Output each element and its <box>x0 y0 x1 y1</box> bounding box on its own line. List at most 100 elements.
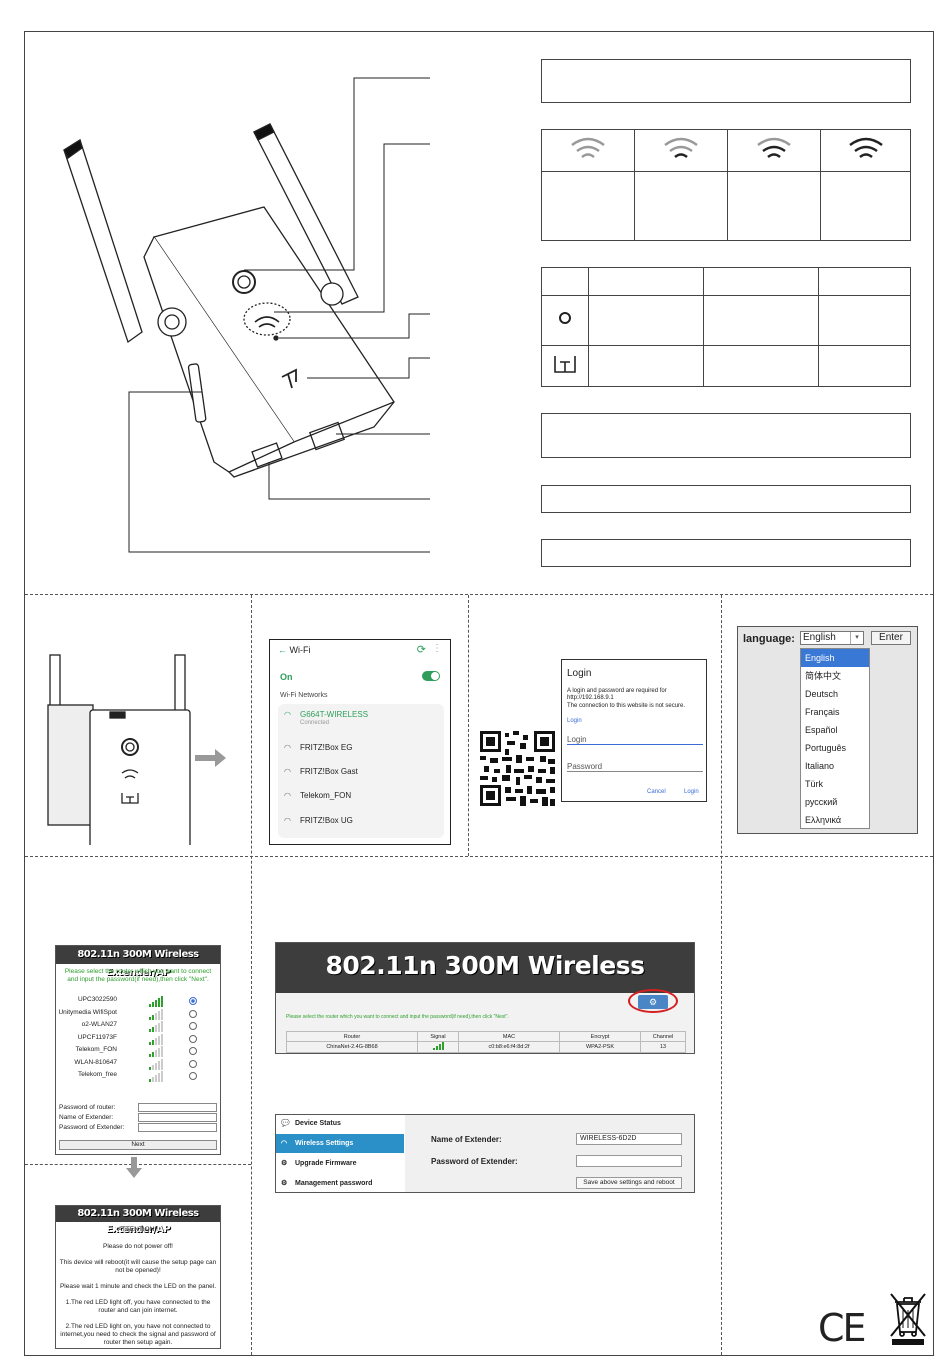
signal-bars-icon <box>149 996 163 1007</box>
router-row[interactable]: Telekom_FON <box>56 1046 220 1059</box>
language-option[interactable]: Français <box>805 707 840 717</box>
menu-item-device-status[interactable]: 💬Device Status <box>276 1115 404 1134</box>
login-link[interactable]: Login <box>567 718 582 724</box>
device-small-drawing <box>47 654 226 845</box>
language-option[interactable]: Italiano <box>805 761 835 771</box>
router-row[interactable]: Telekom_free <box>56 1071 220 1084</box>
language-panel: language: English ▾ Enter English 简体中文 D… <box>737 626 918 834</box>
router-radio[interactable] <box>189 1072 197 1080</box>
more-icon[interactable]: ⋮ <box>432 643 442 654</box>
router-row[interactable]: UPC3022590 <box>56 996 220 1009</box>
password-extender-label: Password of Extender: <box>59 1124 125 1131</box>
router-radio[interactable] <box>189 1034 197 1043</box>
network-item[interactable]: ◠FRITZ!Box UG <box>284 816 353 825</box>
signal-table <box>541 129 911 241</box>
enter-button[interactable]: Enter <box>871 631 911 645</box>
router-radio[interactable] <box>189 1009 197 1018</box>
highlight-circle <box>628 989 678 1013</box>
language-option[interactable]: 简体中文 <box>805 671 842 681</box>
password-input[interactable]: Password <box>567 762 703 772</box>
router-radio[interactable] <box>189 997 197 1005</box>
router-row[interactable]: WLAN-810647 <box>56 1058 220 1072</box>
router-row[interactable]: o2-WLAN27 <box>56 1021 220 1034</box>
name-extender-label: Name of Extender: <box>431 1135 502 1144</box>
attention-line: 2.The red LED light on, you have not con… <box>60 1323 216 1346</box>
wifi-toggle[interactable] <box>422 671 440 681</box>
gear-icon: ⚙ <box>648 997 658 1007</box>
network-item[interactable]: ◠FRITZ!Box Gast <box>284 767 358 776</box>
next-button[interactable]: Next <box>59 1140 217 1150</box>
router-row[interactable]: UPCF11973F <box>56 1033 220 1047</box>
wifi-screen: ← Wi-Fi ⟳ ⋮ On Wi-Fi Networks ◠ G664T-WI… <box>269 639 451 845</box>
language-option[interactable]: Português <box>805 743 847 753</box>
language-option[interactable]: Deutsch <box>805 689 839 699</box>
settings-button[interactable]: ⚙ <box>638 995 668 1009</box>
language-label: language: <box>743 633 795 645</box>
password-extender-input[interactable] <box>138 1123 217 1132</box>
router-radio[interactable] <box>189 1047 197 1055</box>
back-arrow-icon[interactable]: ← <box>278 645 287 655</box>
attention-heading: ATTENTION!! <box>118 1226 158 1233</box>
settings-menu: 💬Device Status ◠Wireless Settings ⚙Upgra… <box>276 1115 404 1192</box>
wifi-networks-label: Wi-Fi Networks <box>280 692 328 699</box>
device-diagram <box>63 77 430 553</box>
signal-medium-icon <box>757 137 791 159</box>
router-select-panel: 802.11n 300M Wireless Extender/AP Please… <box>55 945 221 1155</box>
refresh-icon[interactable]: ⟳ <box>416 644 426 656</box>
router-select-title: 802.11n 300M Wireless Extender/AP <box>56 946 220 978</box>
signal-bars-icon <box>149 1071 163 1082</box>
wifi-lock-icon: ◠ <box>284 743 291 752</box>
router-radio[interactable] <box>189 1059 197 1068</box>
login-note: The connection to this website is not se… <box>567 703 686 709</box>
attention-line: Please do not power off! <box>103 1243 173 1250</box>
language-option[interactable]: English <box>801 649 869 667</box>
label-box-4 <box>541 539 911 567</box>
attention-line: Please wait 1 minute and check the LED o… <box>59 1283 217 1290</box>
wifi-icon: ◠ <box>281 1140 288 1147</box>
gear-icon: ⚙ <box>281 1180 288 1187</box>
name-extender-input[interactable] <box>138 1113 217 1122</box>
page-frame <box>24 31 934 1356</box>
language-option[interactable]: русский <box>805 797 838 807</box>
signal-bars-icon <box>149 1058 163 1070</box>
network-item[interactable]: ◠Telekom_FON <box>284 791 352 800</box>
led-table <box>541 267 911 387</box>
network-item[interactable]: ◠FRITZ!Box EG <box>284 743 353 752</box>
signal-weak-icon <box>571 137 605 159</box>
login-button[interactable]: Login <box>684 789 699 795</box>
wifi-lock-icon: ◠ <box>284 767 291 776</box>
label-box-2 <box>541 413 911 458</box>
password-router-input[interactable] <box>138 1103 217 1112</box>
login-input[interactable]: Login <box>567 735 703 745</box>
wifi-icon: ◠ <box>284 710 291 719</box>
password-extender-input[interactable] <box>576 1155 682 1167</box>
language-option[interactable]: Türk <box>805 779 823 789</box>
router-row[interactable]: Unitymedia WifiSpot <box>56 1008 220 1022</box>
signal-low-icon <box>664 137 698 159</box>
name-extender-input[interactable]: WIRELESS-6D2D <box>576 1133 682 1145</box>
wifi-on-label: On <box>280 672 293 682</box>
menu-item-management-password[interactable]: ⚙Management password <box>276 1172 404 1191</box>
network-item[interactable]: ◠ G664T-WIRELESS Connected <box>284 710 369 726</box>
password-extender-label: Password of Extender: <box>431 1157 518 1166</box>
name-extender-label: Name of Extender: <box>59 1114 114 1121</box>
language-option[interactable]: Español <box>805 725 838 735</box>
qr-code <box>480 731 555 806</box>
arrow-right-icon <box>195 749 226 767</box>
signal-bars-icon <box>432 1042 444 1050</box>
cancel-button[interactable]: Cancel <box>647 789 666 795</box>
attention-line: This device will reboot(it will cause th… <box>59 1259 217 1274</box>
chevron-down-icon[interactable]: ▾ <box>850 632 863 644</box>
attention-line: 1.The red LED light off, you have connec… <box>65 1299 211 1314</box>
settings-panel: 💬Device Status ◠Wireless Settings ⚙Upgra… <box>275 1114 695 1193</box>
menu-item-upgrade-firmware[interactable]: ⚙Upgrade Firmware <box>276 1153 404 1172</box>
router-table-row[interactable]: ChinaNet-2.4G-8B68 c0:b8:e6:f4:8d:2f WPA… <box>286 1041 686 1053</box>
router-radio[interactable] <box>189 1022 197 1030</box>
wifi-title: Wi-Fi <box>289 645 311 655</box>
save-reboot-button[interactable]: Save above settings and reboot <box>576 1177 682 1189</box>
signal-bars-icon <box>149 1033 163 1045</box>
router-table: Router Signal MAC Encrypt Channel ChinaN… <box>286 1031 686 1053</box>
menu-item-wireless-settings[interactable]: ◠Wireless Settings <box>276 1134 404 1153</box>
language-select[interactable]: English ▾ <box>800 631 864 645</box>
language-option[interactable]: Ελληνικά <box>805 815 842 825</box>
